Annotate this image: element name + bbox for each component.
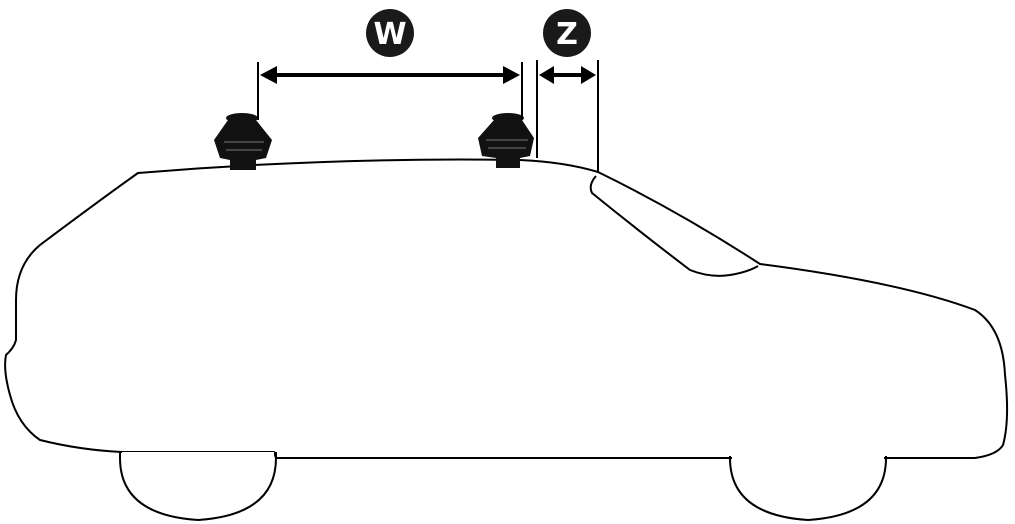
rear-wheel-join [122, 452, 274, 460]
front-wheel [729, 457, 887, 522]
z-label: Z [556, 17, 578, 52]
dimension-z: Z [536, 9, 599, 172]
z-badge [543, 9, 591, 57]
z-arrow-left [539, 66, 554, 84]
front-rack-foot [478, 113, 534, 168]
w-badge [366, 9, 414, 57]
car-body [4, 158, 1009, 459]
w-arrow-left [260, 66, 277, 84]
rear-wheel [119, 457, 277, 522]
w-label: W [373, 17, 406, 52]
front-wheel-join [732, 452, 884, 460]
windshield-line [589, 175, 759, 277]
dimension-w: W [257, 9, 523, 120]
z-arrow-right [581, 66, 596, 84]
rear-rack-foot [214, 113, 272, 170]
w-arrow-right [503, 66, 520, 84]
